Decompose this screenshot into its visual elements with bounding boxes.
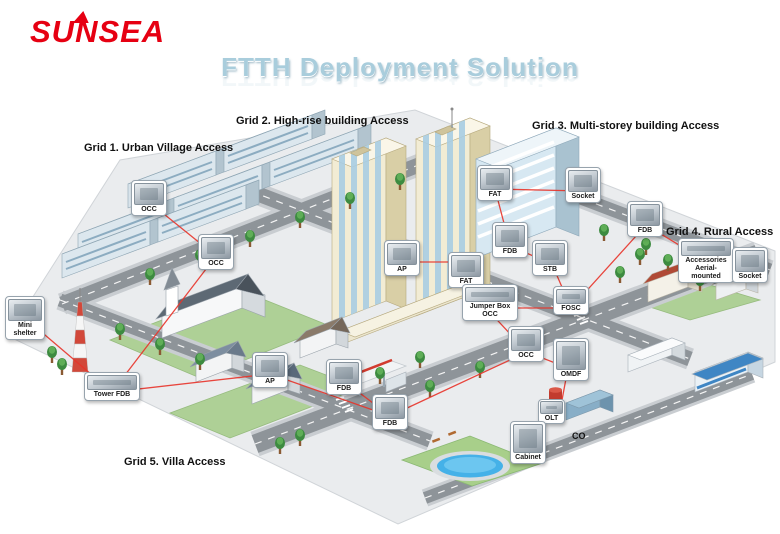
co-label: CO bbox=[572, 431, 586, 441]
device-image bbox=[568, 170, 598, 192]
device-image bbox=[513, 424, 543, 453]
device-image bbox=[540, 401, 563, 414]
grid4-label: Grid 4. Rural Access bbox=[666, 226, 774, 238]
page-title: FTTH Deployment Solution bbox=[221, 52, 579, 82]
callout-stb: STB bbox=[532, 240, 568, 277]
grid5-label: Grid 5. Villa Access bbox=[124, 456, 226, 468]
device-image bbox=[681, 241, 731, 256]
callout-label: FDB bbox=[637, 227, 653, 234]
callout-socket-rural: Socket bbox=[732, 247, 768, 284]
device-image bbox=[735, 250, 765, 272]
device-image bbox=[480, 168, 510, 190]
device-image bbox=[511, 329, 541, 351]
callout-label: OLT bbox=[544, 415, 559, 422]
callout-label: Jumper Box OCC bbox=[469, 303, 511, 319]
grid3-label: Grid 3. Multi-storey building Access bbox=[532, 120, 720, 132]
callout-label: STB bbox=[543, 266, 557, 273]
multi-storey-building bbox=[475, 127, 580, 259]
device-image bbox=[387, 243, 417, 265]
callout-label: FDB bbox=[502, 248, 518, 255]
device-image bbox=[495, 225, 525, 247]
callout-mini-shelter: Mini shelter bbox=[5, 296, 45, 341]
device-image bbox=[556, 289, 586, 304]
callout-ap-school: AP bbox=[252, 352, 288, 389]
callout-fdb-villa-1: FDB bbox=[372, 394, 408, 431]
callout-olt: OLT bbox=[538, 399, 565, 425]
device-image bbox=[556, 341, 586, 370]
callout-occ-urban-2: OCC bbox=[198, 234, 234, 271]
device-image bbox=[329, 362, 359, 384]
callout-label: FAT bbox=[459, 278, 473, 285]
callout-fat-multistorey: FAT bbox=[477, 165, 513, 202]
callout-jumper-box-occ: Jumper Box OCC bbox=[462, 284, 518, 322]
callout-aerial-accessories: Accessories Aerial-mounted bbox=[678, 238, 734, 284]
grid1-label: Grid 1. Urban Village Access bbox=[84, 142, 234, 154]
callout-label: Tower FDB bbox=[93, 391, 131, 398]
device-image bbox=[87, 375, 137, 390]
callout-label: Accessories Aerial-mounted bbox=[685, 257, 727, 281]
page-title-reflection: FTTH Deployment Solution bbox=[221, 78, 579, 92]
logo-triangle-icon bbox=[72, 11, 92, 23]
callout-fdb-multistorey: FDB bbox=[492, 222, 528, 259]
device-image bbox=[451, 255, 481, 277]
callout-occ-urban-1: OCC bbox=[131, 180, 167, 217]
callout-label: Socket bbox=[571, 193, 595, 200]
callout-fdb-rural: FDB bbox=[627, 201, 663, 238]
callout-fdb-villa-2: FDB bbox=[326, 359, 362, 396]
church-building bbox=[155, 267, 266, 339]
device-image bbox=[8, 299, 42, 321]
device-image bbox=[375, 397, 405, 419]
callout-label: OMDF bbox=[560, 371, 582, 378]
device-image bbox=[630, 204, 660, 226]
callout-label: FDB bbox=[382, 420, 398, 427]
urban-village-buildings bbox=[61, 109, 372, 279]
device-image bbox=[255, 355, 285, 377]
callout-label: FDB bbox=[336, 385, 352, 392]
callout-label: AP bbox=[265, 378, 275, 385]
callout-label: Mini shelter bbox=[13, 322, 37, 338]
callout-label: OCC bbox=[141, 206, 157, 213]
shop-buildings bbox=[627, 337, 764, 393]
device-image bbox=[134, 183, 164, 205]
callout-omdf: OMDF bbox=[553, 338, 589, 382]
callout-label: OCC bbox=[208, 260, 224, 267]
callout-label: AP bbox=[397, 266, 407, 273]
callout-label: Socket bbox=[738, 273, 762, 280]
callout-cabinet: Cabinet bbox=[510, 421, 546, 465]
callout-label: Cabinet bbox=[515, 454, 541, 461]
grid2-label: Grid 2. High-rise building Access bbox=[236, 115, 409, 127]
logo-text: SUNSEA bbox=[30, 14, 166, 49]
callout-label: OCC bbox=[518, 352, 534, 359]
park-and-pool bbox=[400, 430, 542, 487]
device-image bbox=[535, 243, 565, 265]
callout-fosc: FOSC bbox=[553, 286, 589, 316]
callout-fat-highrise: FAT bbox=[448, 252, 484, 289]
callout-label: FOSC bbox=[561, 305, 581, 312]
callout-occ-center: OCC bbox=[508, 326, 544, 363]
sunsea-logo: SUNSEA bbox=[30, 11, 166, 50]
device-image bbox=[201, 237, 231, 259]
callout-label: FAT bbox=[488, 191, 502, 198]
callout-ap-highrise: AP bbox=[384, 240, 420, 277]
callout-tower-fdb: Tower FDB bbox=[84, 372, 140, 402]
callout-socket-multistorey: Socket bbox=[565, 167, 601, 204]
device-image bbox=[465, 287, 515, 302]
